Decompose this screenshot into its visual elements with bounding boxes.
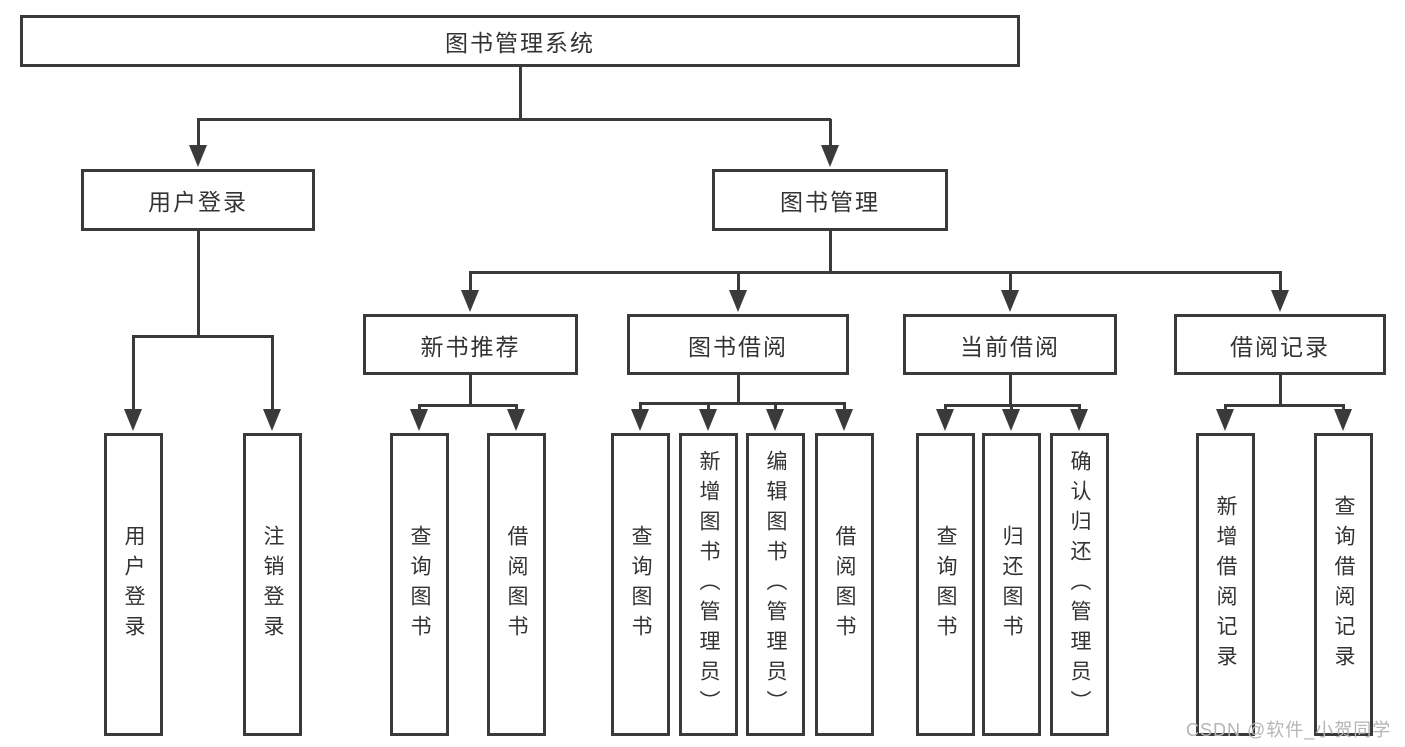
leaf-logout: 注销登录 <box>243 433 302 736</box>
connector-vline <box>829 229 832 273</box>
arrow-down-icon <box>936 409 954 431</box>
arrow-down-icon <box>507 409 525 431</box>
connector-arrow-shaft <box>132 335 135 413</box>
connector-arrow-shaft <box>197 119 200 149</box>
connector-hline <box>132 335 274 338</box>
leaf-user-login: 用户登录 <box>104 433 163 736</box>
leaf-borrow-query-books: 查询图书 <box>611 433 670 736</box>
arrow-down-icon <box>461 290 479 312</box>
node-book-management-system: 图书管理系统 <box>20 15 1020 67</box>
connector-arrow-shaft <box>944 404 947 413</box>
connector-vline <box>1279 373 1282 406</box>
arrow-down-icon <box>1271 290 1289 312</box>
node-borrowing-records: 借阅记录 <box>1174 314 1386 375</box>
arrow-down-icon <box>1070 409 1088 431</box>
arrow-down-icon <box>1001 290 1019 312</box>
connector-arrow-shaft <box>1342 404 1345 413</box>
connector-vline <box>469 373 472 406</box>
connector-hline <box>197 118 831 121</box>
connector-arrow-shaft <box>639 402 642 413</box>
connector-arrow-shaft <box>469 271 472 294</box>
arrow-down-icon <box>263 409 281 431</box>
connector-hline <box>469 271 1281 274</box>
leaf-borrow-edit-books-admin: 编辑图书（管理员） <box>746 433 805 736</box>
arrow-down-icon <box>729 290 747 312</box>
arrow-down-icon <box>699 409 717 431</box>
arrow-down-icon <box>821 145 839 167</box>
connector-arrow-shaft <box>737 271 740 294</box>
connector-vline <box>1009 373 1012 406</box>
connector-vline <box>519 65 522 120</box>
leaf-borrow-add-books-admin: 新增图书（管理员） <box>679 433 738 736</box>
node-current-borrowing: 当前借阅 <box>903 314 1117 375</box>
csdn-watermark: CSDN @软件_小贺同学 <box>1186 720 1392 740</box>
node-user-login: 用户登录 <box>81 169 315 231</box>
connector-arrow-shaft <box>774 402 777 413</box>
connector-hline <box>418 404 518 407</box>
arrow-down-icon <box>835 409 853 431</box>
arrow-down-icon <box>124 409 142 431</box>
connector-arrow-shaft <box>1009 271 1012 294</box>
leaf-records-query-record: 查询借阅记录 <box>1314 433 1373 736</box>
node-book-borrowing: 图书借阅 <box>627 314 849 375</box>
connector-arrow-shaft <box>829 119 832 149</box>
node-book-management: 图书管理 <box>712 169 948 231</box>
connector-hline <box>1224 404 1345 407</box>
arrow-down-icon <box>631 409 649 431</box>
arrow-down-icon <box>766 409 784 431</box>
leaf-current-query-books: 查询图书 <box>916 433 975 736</box>
leaf-records-add-record: 新增借阅记录 <box>1196 433 1255 736</box>
arrow-down-icon <box>189 145 207 167</box>
leaf-current-confirm-return-admin: 确认归还（管理员） <box>1050 433 1109 736</box>
leaf-newbooks-borrow-books: 借阅图书 <box>487 433 546 736</box>
connector-arrow-shaft <box>418 404 421 413</box>
arrow-down-icon <box>1334 409 1352 431</box>
leaf-newbooks-query-books: 查询图书 <box>390 433 449 736</box>
leaf-borrow-borrow-books: 借阅图书 <box>815 433 874 736</box>
connector-arrow-shaft <box>1010 404 1013 413</box>
leaf-current-return-books: 归还图书 <box>982 433 1041 736</box>
connector-arrow-shaft <box>271 335 274 413</box>
connector-arrow-shaft <box>515 404 518 413</box>
node-new-book-recommend: 新书推荐 <box>363 314 578 375</box>
connector-vline <box>197 229 200 338</box>
connector-arrow-shaft <box>1279 271 1282 294</box>
connector-arrow-shaft <box>843 402 846 413</box>
arrow-down-icon <box>410 409 428 431</box>
arrow-down-icon <box>1002 409 1020 431</box>
arrow-down-icon <box>1216 409 1234 431</box>
connector-arrow-shaft <box>1078 404 1081 413</box>
connector-hline <box>639 402 846 405</box>
connector-arrow-shaft <box>1224 404 1227 413</box>
connector-vline <box>737 373 740 404</box>
connector-arrow-shaft <box>707 402 710 413</box>
